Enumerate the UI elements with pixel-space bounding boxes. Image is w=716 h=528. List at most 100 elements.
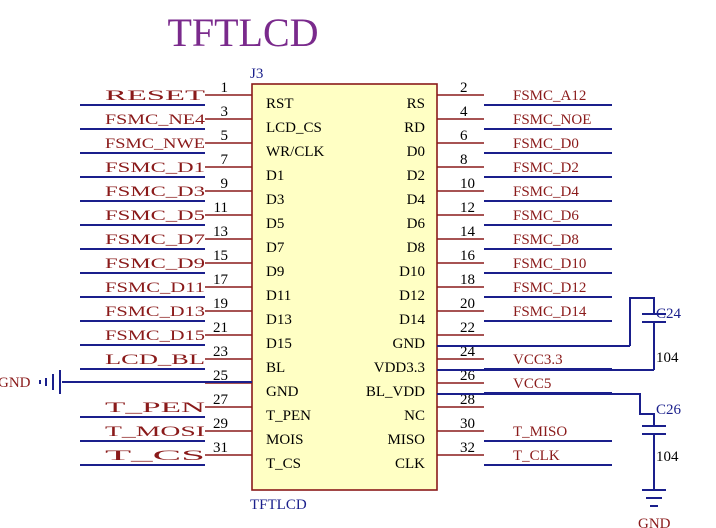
net-label-left: FSMC_NE4 [105,112,206,128]
pin-group: 1RSTRESET3LCD_CSFSMC_NE45WR/CLKFSMC_NWE7… [80,80,612,472]
pin-number-left: 29 [213,416,228,432]
pin-number-right: 26 [460,368,476,384]
pin-number-right: 18 [460,272,475,288]
pin-name-left: LCD_CS [266,120,322,136]
net-label-right: VCC5 [513,376,551,392]
pin-number-right: 8 [460,152,468,168]
pin-number-left: 31 [213,440,228,456]
pin-number-left: 11 [214,200,228,216]
net-label-left: FSMC_D5 [105,208,205,224]
net-label-left: FSMC_D9 [105,256,205,272]
pin-number-left: 13 [213,224,228,240]
gnd-symbol-left: GND [0,370,252,394]
net-label-right: FSMC_A12 [513,88,586,104]
schematic-title: TFTLCD [167,10,318,55]
pin-name-left: RST [266,96,294,112]
capacitor-c24-value: 104 [656,350,679,366]
pin-name-right: BL_VDD [366,384,425,400]
decoupling-network: C24 104 C26 104 GND [437,297,682,528]
pin-name-right: RD [404,120,425,136]
pin-number-right: 4 [460,104,468,120]
pin-number-right: 12 [460,200,475,216]
pin-name-left: BL [266,360,285,376]
net-label-left: FSMC_D11 [105,280,205,296]
pin-name-left: T_PEN [266,408,311,424]
pin-name-right: D8 [407,240,425,256]
pin-name-left: WR/CLK [266,144,324,160]
net-label-left: T_MOSI [105,424,205,440]
pin-number-left: 19 [213,296,228,312]
pin-name-right: CLK [395,456,425,472]
pin-name-right: GND [393,336,426,352]
gnd-label-left: GND [0,375,31,391]
pin-number-left: 3 [221,104,229,120]
pin-number-left: 7 [221,152,229,168]
pin-number-right: 10 [460,176,475,192]
pin-number-left: 25 [213,368,228,384]
net-label-left: FSMC_D7 [105,232,206,248]
pin-number-right: 20 [460,296,475,312]
component-designator: J3 [250,66,263,82]
pin-name-right: VDD3.3 [374,360,425,376]
net-label-right: VCC3.3 [513,352,563,368]
pin-name-right: D0 [407,144,425,160]
pin-name-right: D2 [407,168,425,184]
pin-name-left: D11 [266,288,291,304]
net-label-left: FSMC_D15 [105,328,205,344]
net-label-left: RESET [105,88,205,104]
net-label-left: FSMC_D13 [105,304,205,320]
connector-body [251,83,438,491]
net-label-right: FSMC_D10 [513,256,586,272]
net-label-left: FSMC_D1 [105,160,205,176]
pin-name-left: D7 [266,240,285,256]
pin-name-right: D14 [399,312,425,328]
net-label-right: FSMC_D4 [513,184,579,200]
pin-name-right: RS [407,96,425,112]
net-label-right: FSMC_D2 [513,160,579,176]
pin-number-right: 16 [460,248,476,264]
pin-name-left: MOIS [266,432,304,448]
pin-name-left: D1 [266,168,284,184]
component-label: TFTLCD [250,497,307,513]
net-label-left: FSMC_NWE [105,136,205,152]
net-label-right: FSMC_D0 [513,136,579,152]
pin-name-left: D5 [266,216,284,232]
pin-number-left: 9 [221,176,229,192]
net-label-right: FSMC_D12 [513,280,586,296]
pin-number-left: 21 [213,320,228,336]
pin-name-left: D9 [266,264,284,280]
pin-number-left: 23 [213,344,228,360]
pin-name-right: D6 [407,216,426,232]
pin-number-left: 17 [213,272,229,288]
pin-number-right: 24 [460,344,476,360]
capacitor-c24-designator: C24 [656,306,682,322]
pin-number-right: 2 [460,80,468,96]
pin-number-left: 5 [221,128,229,144]
pin-number-right: 6 [460,128,468,144]
net-label-right: FSMC_D14 [513,304,587,320]
net-label-left: FSMC_D3 [105,184,205,200]
pin-number-right: 22 [460,320,475,336]
pin-number-right: 32 [460,440,475,456]
pin-name-right: D10 [399,264,425,280]
pin-name-left: T_CS [266,456,301,472]
net-label-right: FSMC_D6 [513,208,579,224]
net-label-right: FSMC_D8 [513,232,579,248]
pin-number-left: 27 [213,392,229,408]
capacitor-c26-value: 104 [656,449,679,465]
pin-name-right: D12 [399,288,425,304]
net-label-right: T_MISO [513,424,567,440]
pin-number-left: 15 [213,248,228,264]
pin-name-left: D3 [266,192,284,208]
pin-name-left: GND [266,384,299,400]
pin-number-right: 28 [460,392,475,408]
net-label-right: T_CLK [513,448,560,464]
pin-name-left: D13 [266,312,292,328]
gnd-label-right: GND [638,516,671,528]
pin-name-right: MISO [387,432,425,448]
pin-name-right: D4 [407,192,426,208]
capacitor-c26-designator: C26 [656,402,682,418]
net-label-left: T_PEN [105,400,205,416]
net-label-left: T_CS [105,448,205,464]
